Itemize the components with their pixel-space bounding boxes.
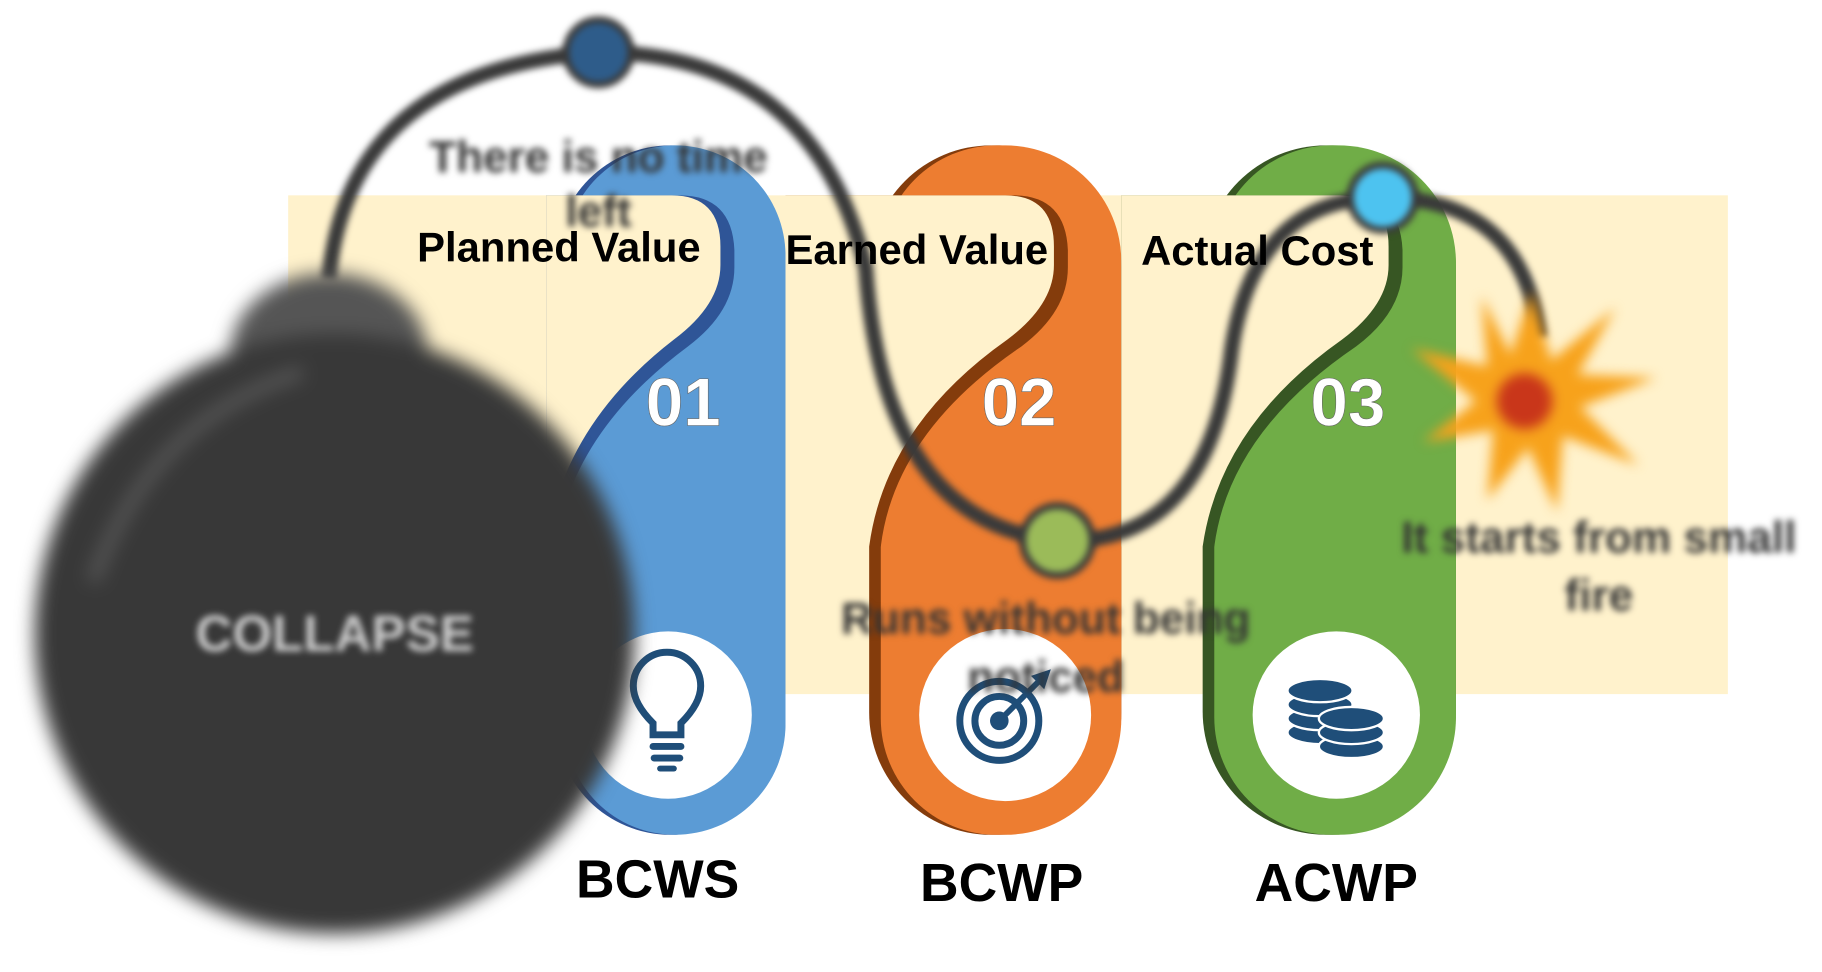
step-number-01: 01 [646, 366, 721, 441]
bomb-label: COLLAPSE [196, 605, 474, 662]
fuse-node-1 [562, 16, 635, 89]
bomb-icon [34, 273, 635, 934]
note-1-line-1: There is no time [429, 133, 768, 182]
note-2-line-1: Runs without being [841, 595, 1251, 644]
step-number-02: 02 [982, 366, 1057, 441]
fuse-node-3 [1346, 161, 1419, 234]
step-acronym-02: BCWP [920, 854, 1083, 913]
note-1-line-2: left [565, 188, 632, 237]
explosion-icon [1411, 290, 1656, 512]
note-2-line-2: noticed [967, 653, 1124, 702]
step-title-03: Actual Cost [1141, 227, 1373, 274]
lightbulb-icon [629, 648, 705, 772]
target-icon [956, 669, 1051, 764]
step-number-03: 03 [1310, 366, 1385, 441]
coins-icon [1286, 677, 1386, 760]
note-3-line-2: fire [1565, 571, 1634, 620]
step-acronym-01: BCWS [576, 851, 739, 910]
note-3-line-1: It starts from small [1401, 513, 1796, 562]
step-title-01: Planned Value [417, 224, 701, 271]
step-title-02: Earned Value [785, 226, 1048, 273]
fuse-node-2 [1019, 502, 1096, 580]
step-acronym-03: ACWP [1255, 854, 1418, 913]
